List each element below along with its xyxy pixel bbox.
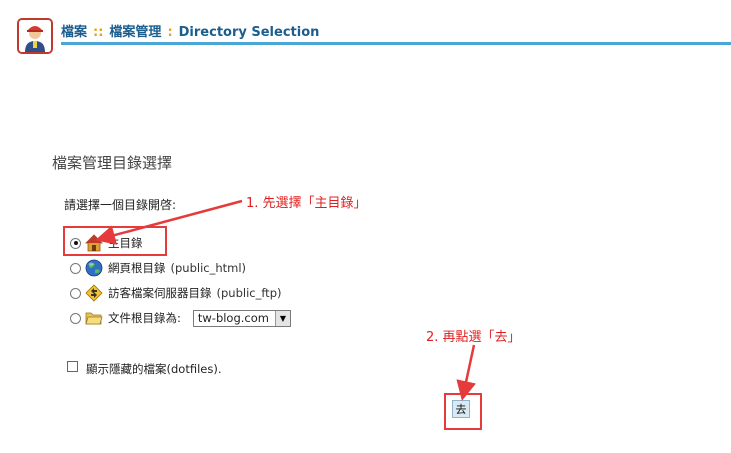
breadcrumb-separator: ::: [93, 25, 104, 40]
dotfiles-label: 顯示隱藏的檔案(dotfiles).: [86, 362, 222, 376]
option-document-root[interactable]: 文件根目錄為: tw-blog.com ▼: [70, 309, 291, 327]
docroot-select[interactable]: tw-blog.com ▼: [192, 309, 291, 327]
ftp-icon: [85, 284, 103, 302]
header-divider: [61, 42, 731, 45]
cpanel-logo-icon: [17, 18, 53, 54]
docroot-select-value: tw-blog.com: [197, 311, 269, 325]
directory-prompt: 請選擇一個目錄開啓:: [64, 198, 177, 212]
breadcrumb-file-manager[interactable]: 檔案管理: [109, 25, 162, 40]
option-label: 文件根目錄為:: [108, 311, 181, 325]
dotfiles-checkbox[interactable]: [67, 361, 78, 372]
option-path: (public_html): [170, 261, 247, 275]
breadcrumb-current: Directory Selection: [178, 25, 320, 40]
annotation-highlight-go: [444, 393, 482, 430]
breadcrumb-separator: :: [167, 25, 173, 40]
chevron-down-icon[interactable]: ▼: [275, 310, 290, 326]
breadcrumb: 檔案::檔案管理: Directory Selection: [61, 21, 319, 40]
option-label: 網頁根目錄: [108, 261, 166, 275]
option-public-ftp[interactable]: 訪客檔案伺服器目錄 (public_ftp): [70, 284, 281, 302]
annotation-step-1: 1. 先選擇「主目錄」: [246, 196, 367, 211]
radio-public-ftp[interactable]: [70, 287, 81, 299]
option-label: 訪客檔案伺服器目錄: [108, 286, 212, 300]
folder-icon: [85, 309, 103, 327]
breadcrumb-files[interactable]: 檔案: [61, 25, 88, 40]
globe-icon: [85, 259, 103, 277]
page-title: 檔案管理目錄選擇: [52, 154, 173, 172]
go-button[interactable]: 去: [452, 400, 470, 418]
radio-public-html[interactable]: [70, 262, 81, 274]
annotation-highlight-home: [63, 226, 167, 256]
option-path: (public_ftp): [216, 286, 282, 300]
radio-home-dir[interactable]: [70, 237, 81, 249]
option-public-html[interactable]: 網頁根目錄 (public_html): [70, 259, 246, 277]
annotation-step-2: 2. 再點選「去」: [426, 330, 521, 345]
radio-document-root[interactable]: [70, 312, 81, 324]
